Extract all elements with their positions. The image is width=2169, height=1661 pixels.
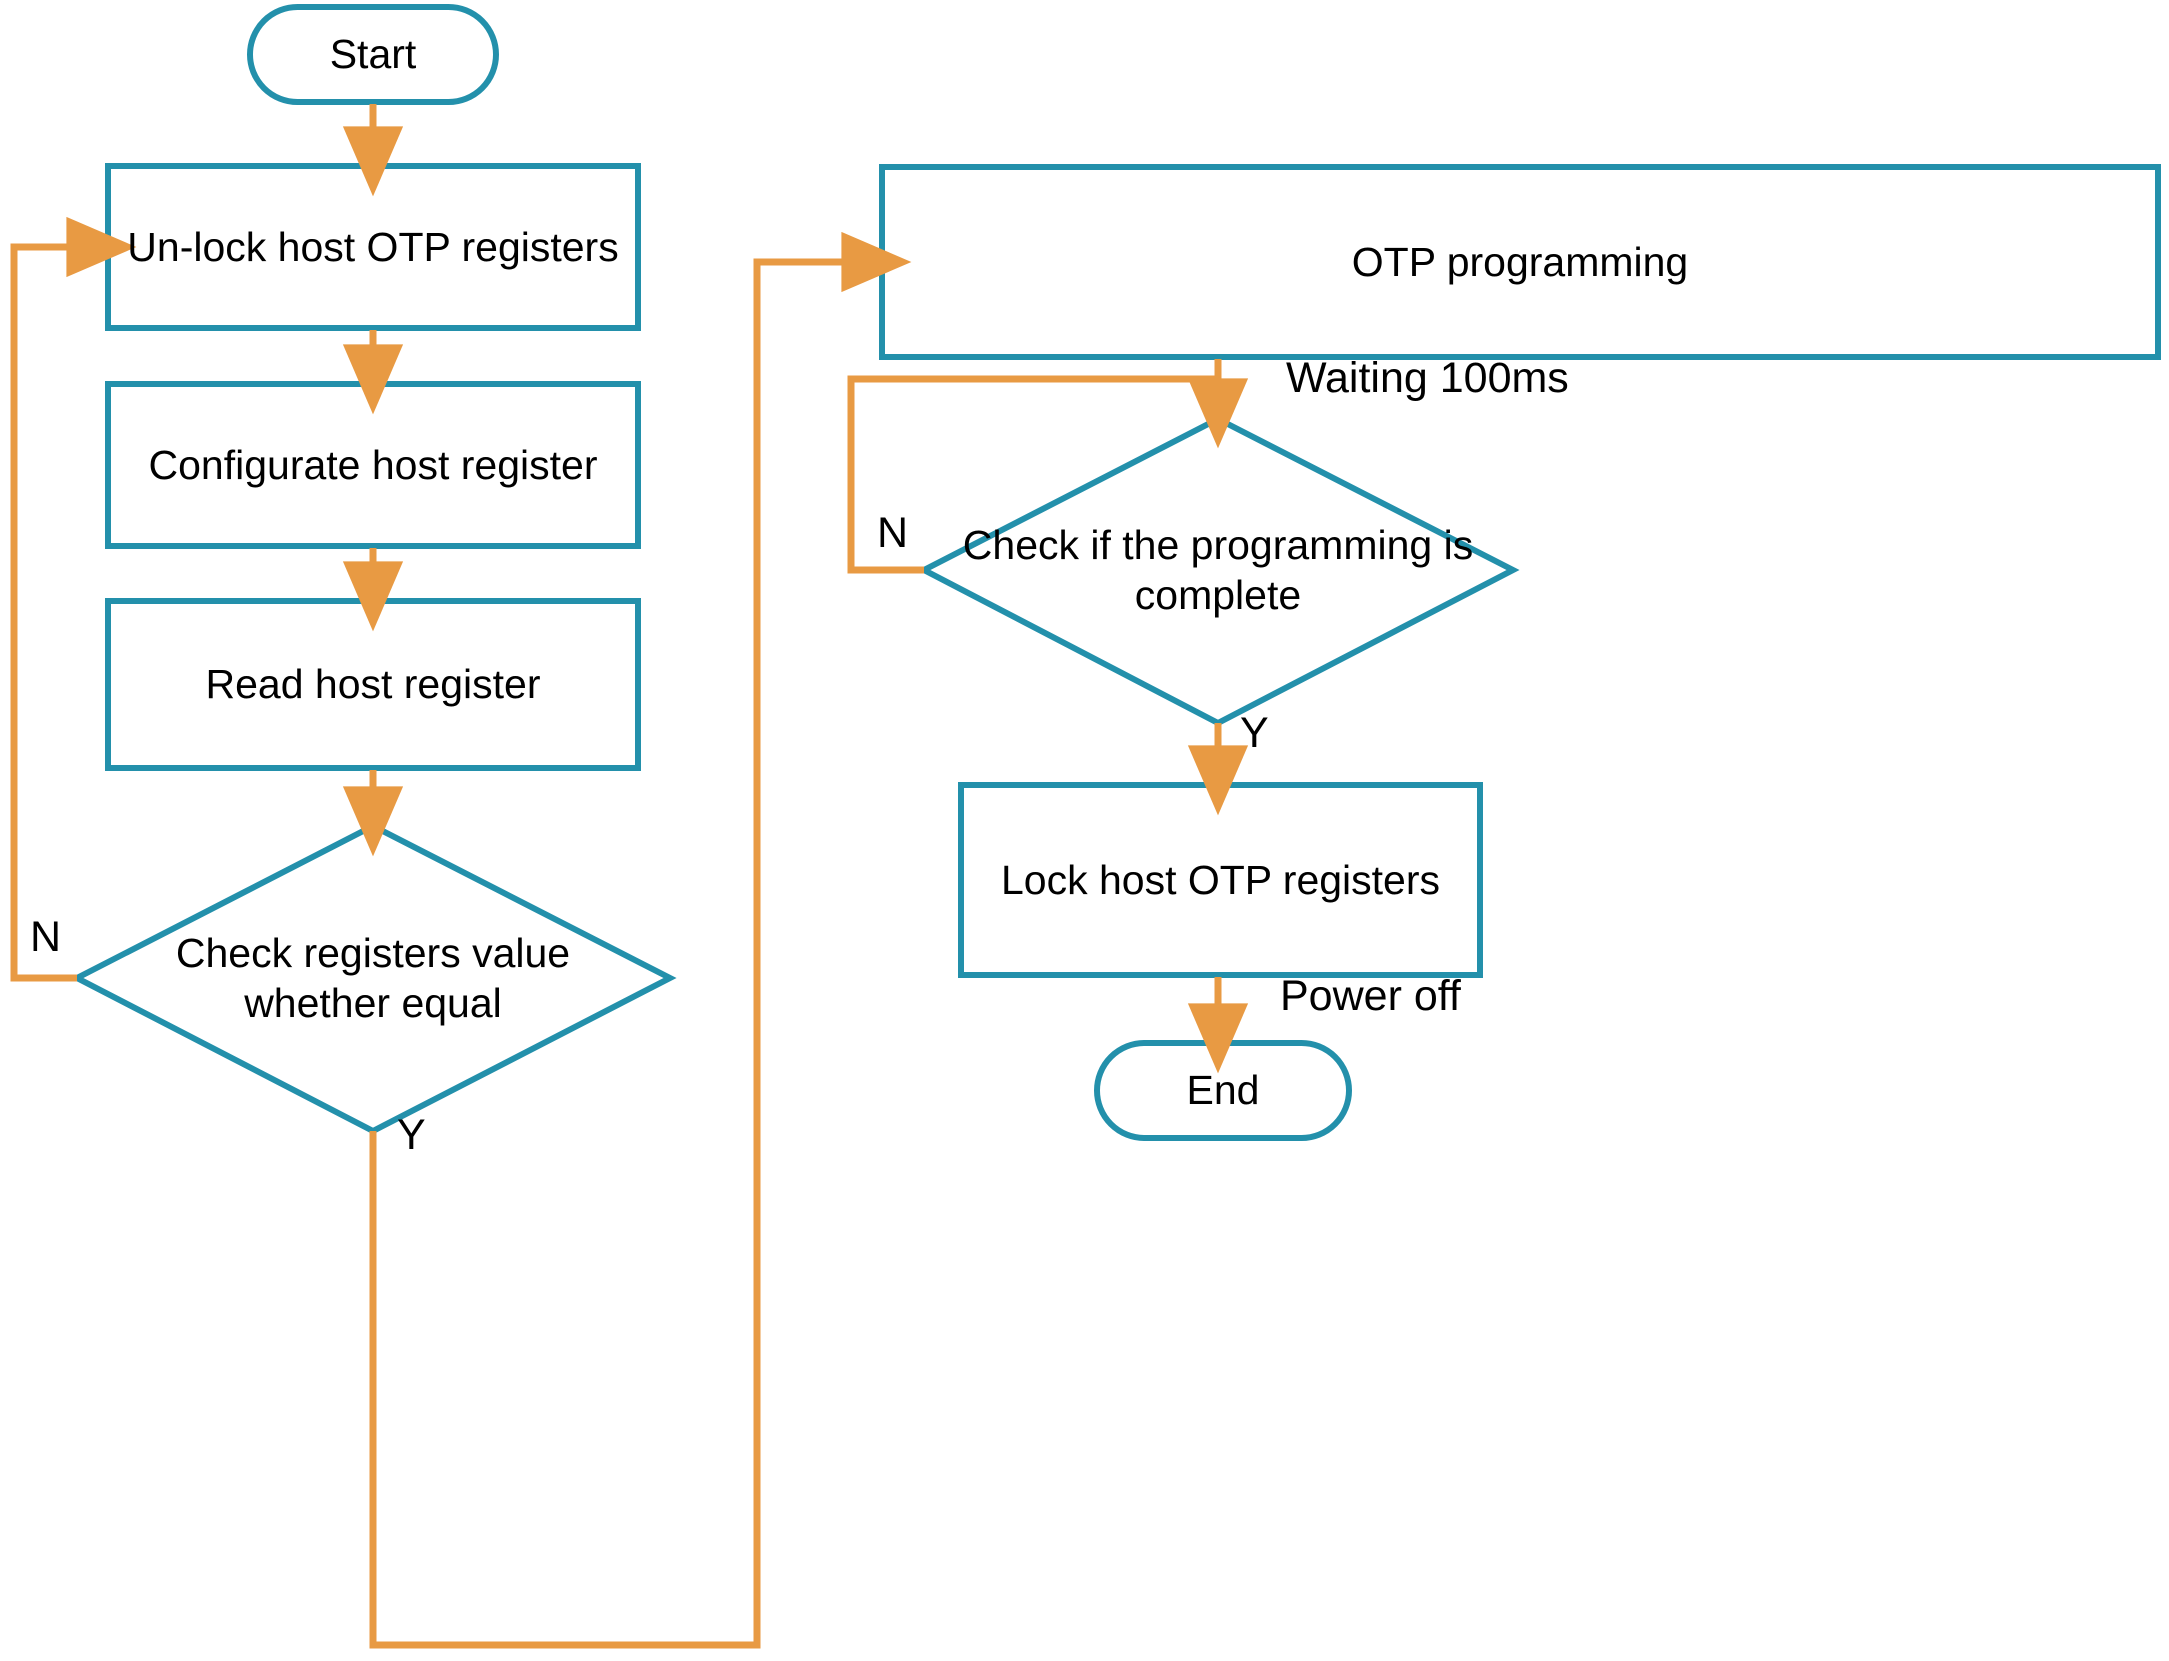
node-read-shape	[105, 598, 641, 771]
node-check-equal-shape	[70, 822, 677, 1135]
edge-check-equal-no-to-unlock	[10, 216, 137, 982]
edge-check-done-no-loop	[847, 375, 1218, 574]
node-program-shape	[879, 164, 2161, 360]
node-check-done-shape	[917, 415, 1520, 727]
node-start-shape	[247, 4, 499, 105]
edge-check-equal-yes-to-program	[369, 231, 912, 1649]
node-end-shape	[1094, 1040, 1352, 1141]
node-configure-shape	[105, 381, 641, 549]
node-unlock-shape	[105, 163, 641, 331]
node-lock-shape	[958, 782, 1483, 978]
